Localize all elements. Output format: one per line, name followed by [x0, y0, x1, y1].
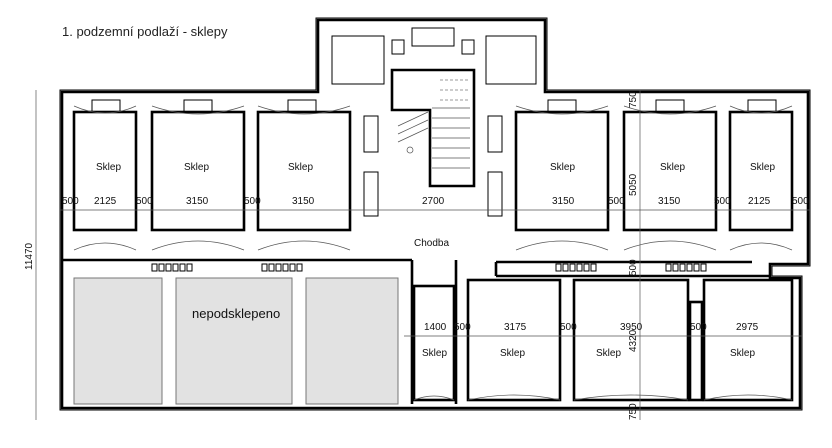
dim-vertical-right-2: 500 — [628, 259, 639, 276]
pillar-2 — [363, 171, 379, 217]
column-bottom — [688, 300, 704, 402]
pillar-3 — [487, 115, 503, 153]
label-sklep-3: Sklep — [288, 162, 313, 173]
stair-steps — [397, 79, 470, 169]
label-chodba: Chodba — [414, 238, 449, 249]
tower-box-right — [485, 35, 537, 85]
pillar-1 — [363, 115, 379, 153]
dim-bottom-3: 500 — [560, 322, 577, 333]
dim-bottom-5: 500 — [690, 322, 707, 333]
pillar-4 — [487, 171, 503, 217]
dim-top-3: 3150 — [186, 196, 209, 207]
label-nepodsklepeno: nepodsklepeno — [192, 306, 280, 321]
dim-top-12: 500 — [792, 196, 809, 207]
dim-bottom-0: 1400 — [424, 322, 447, 333]
dim-top-5: 3150 — [292, 196, 315, 207]
nepodsklepeno-area-2 — [175, 277, 293, 405]
dim-bottom-2: 3175 — [504, 322, 527, 333]
cellar-bottom-2 — [466, 278, 562, 402]
plan-title: 1. podzemní podlaží - sklepy — [62, 24, 228, 39]
dim-bottom-1: 500 — [454, 322, 471, 333]
cellar-top-1 — [72, 99, 138, 232]
label-sklep-6: Sklep — [750, 162, 775, 173]
dim-top-11: 2125 — [748, 196, 771, 207]
cellar-bottom-4 — [702, 278, 794, 402]
nepodsklepeno-area-1 — [73, 277, 163, 405]
label-sklep-7: Sklep — [422, 348, 447, 359]
dim-top-7: 3150 — [552, 196, 575, 207]
dim-bottom-6: 2975 — [736, 322, 759, 333]
dim-top-8: 500 — [608, 196, 625, 207]
dim-vertical-right-4: 750 — [628, 403, 639, 420]
stair-tower-wall — [60, 18, 810, 410]
dim-top-9: 3150 — [658, 196, 681, 207]
dim-bottom-4: 3950 — [620, 322, 643, 333]
tower-box-mid2 — [461, 39, 475, 55]
tower-box-top — [411, 27, 455, 47]
label-sklep-10: Sklep — [730, 348, 755, 359]
label-sklep-4: Sklep — [550, 162, 575, 173]
dim-top-2: 500 — [136, 196, 153, 207]
dim-top-6: 2700 — [422, 196, 445, 207]
label-sklep-9: Sklep — [596, 348, 621, 359]
label-sklep-1: Sklep — [96, 162, 121, 173]
cellar-bottom-3 — [572, 278, 690, 402]
cellar-top-5 — [622, 99, 718, 232]
label-sklep-2: Sklep — [184, 162, 209, 173]
dim-vertical-total: 11470 — [24, 242, 35, 270]
stairwell-wall — [390, 68, 476, 188]
corridor-wall — [62, 258, 770, 404]
cellar-top-6 — [728, 99, 794, 232]
dim-vertical-right-1: 5050 — [628, 173, 639, 196]
cellar-top-2 — [150, 99, 246, 232]
radiator-right — [555, 263, 707, 272]
dim-top-4: 500 — [244, 196, 261, 207]
dim-top-0: 500 — [62, 196, 79, 207]
nepodsklepeno-area-3 — [305, 277, 399, 405]
tower-box-left — [331, 35, 385, 85]
outer-wall — [59, 17, 811, 411]
cellar-top-3 — [256, 99, 352, 232]
corridor-arches — [73, 105, 793, 251]
dim-top-10: 500 — [714, 196, 731, 207]
label-sklep-5: Sklep — [660, 162, 685, 173]
tower-box-mid — [391, 39, 405, 55]
label-sklep-8: Sklep — [500, 348, 525, 359]
radiator-left — [151, 263, 303, 272]
dim-vertical-right-3: 4320 — [628, 329, 639, 352]
cellar-top-4 — [514, 99, 610, 232]
cellar-bottom-1 — [412, 284, 456, 402]
dim-vertical-right-0: 750 — [628, 91, 639, 108]
dim-top-1: 2125 — [94, 196, 117, 207]
